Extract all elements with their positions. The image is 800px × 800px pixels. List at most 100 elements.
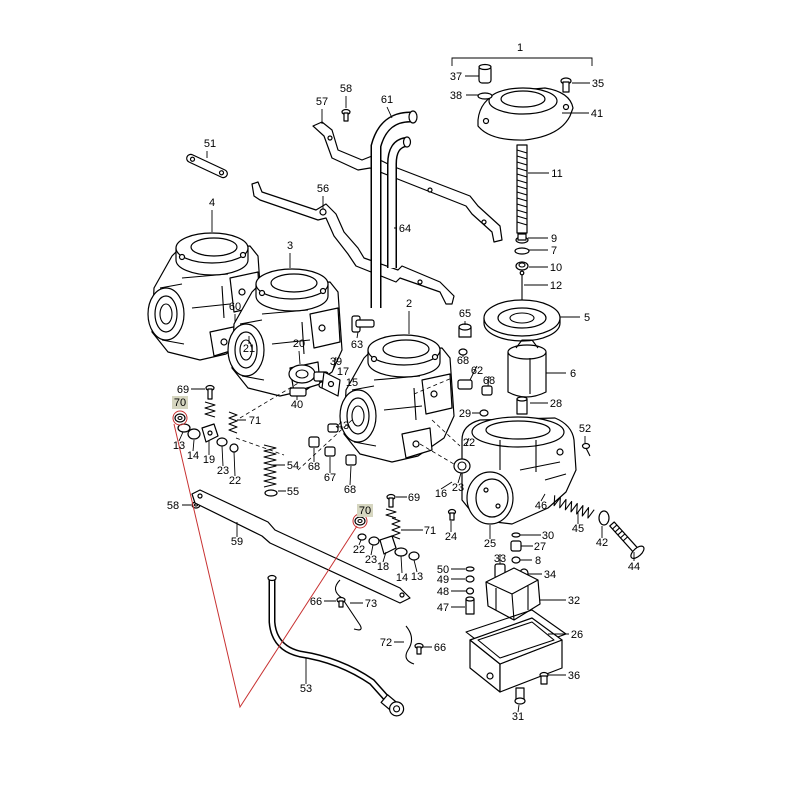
callout-21: 21 <box>243 343 255 355</box>
screw-69-right <box>385 493 397 519</box>
callout-23: 23 <box>365 554 377 566</box>
callout-13: 13 <box>173 440 185 452</box>
callout-47: 47 <box>437 602 449 614</box>
jet-27 <box>510 540 522 552</box>
pilot-jet-47 <box>465 596 475 615</box>
callout-71: 71 <box>249 415 261 427</box>
washer-8 <box>511 556 521 564</box>
t-joint-63 <box>351 315 375 333</box>
washer-23-left <box>216 437 228 447</box>
spacer-10 <box>515 261 529 271</box>
callout-73: 73 <box>365 598 377 610</box>
callout-22: 22 <box>353 544 365 556</box>
callout-8: 8 <box>535 555 541 567</box>
callout-61: 61 <box>381 94 393 106</box>
callout-19: 19 <box>203 454 215 466</box>
callout-36: 36 <box>568 670 580 682</box>
washer-22-right <box>357 533 367 541</box>
callout-3: 3 <box>287 240 293 252</box>
o-ring-30 <box>511 532 521 538</box>
callout-41: 41 <box>591 108 603 120</box>
clip-72 <box>405 625 424 665</box>
plate-57 <box>312 121 503 243</box>
callout-highlight <box>357 504 373 517</box>
diaphragm-5 <box>483 299 561 342</box>
diaphragm-cover-41 <box>477 87 574 141</box>
callout-62: 62 <box>471 365 483 377</box>
callout-68: 68 <box>483 375 495 387</box>
callout-44: 44 <box>628 561 640 573</box>
spring-54 <box>263 444 277 488</box>
piston-valve-6 <box>507 339 547 398</box>
jet-needle-12 <box>519 270 525 302</box>
washer-22-left <box>229 443 239 453</box>
callout-60: 60 <box>229 301 241 313</box>
callout-28: 28 <box>550 398 562 410</box>
throttle-stop-screw-44 <box>609 521 645 559</box>
cap-16-23 <box>453 458 471 474</box>
callout-38: 38 <box>450 90 462 102</box>
washer-14-right <box>394 547 408 557</box>
float-32 <box>485 567 541 621</box>
callout-68: 68 <box>344 484 356 496</box>
leader-lines <box>178 57 635 713</box>
callout-66: 66 <box>310 596 322 608</box>
callout-14: 14 <box>187 450 199 462</box>
callout-9: 9 <box>551 233 557 245</box>
float-bowl-26 <box>465 609 567 693</box>
washer-55 <box>264 489 278 497</box>
washer-48 <box>465 587 475 595</box>
callout-6: 6 <box>570 368 576 380</box>
washer-50 <box>465 566 475 572</box>
callout-53: 53 <box>300 683 312 695</box>
callout-1: 1 <box>517 42 523 54</box>
o-ring-29 <box>479 409 489 417</box>
screw-36 <box>539 671 549 685</box>
drain-screw-31 <box>514 687 526 705</box>
callout-48: 48 <box>437 586 449 598</box>
lever-19 <box>201 423 219 443</box>
callout-37: 37 <box>450 71 462 83</box>
o-ring-38 <box>477 92 493 100</box>
callout-70: 70 <box>174 397 186 409</box>
callout-23: 23 <box>452 482 464 494</box>
callout-68: 68 <box>308 461 320 473</box>
screw-58 <box>341 108 351 122</box>
callout-54: 54 <box>287 460 299 472</box>
callout-55: 55 <box>287 486 299 498</box>
callout-5: 5 <box>584 312 590 324</box>
callout-64: 64 <box>399 223 411 235</box>
callout-23: 23 <box>217 465 229 477</box>
callout-57: 57 <box>316 96 328 108</box>
cap-65 <box>458 323 472 338</box>
callout-43: 43 <box>337 420 349 432</box>
washer-7 <box>514 247 530 255</box>
washer-70-right <box>354 516 366 526</box>
clip-73 <box>334 579 362 631</box>
throttle-lever-17-15 <box>321 371 341 397</box>
callout-39: 39 <box>330 356 342 368</box>
callout-29: 29 <box>459 408 471 420</box>
washer-14-left <box>187 428 201 440</box>
callout-24: 24 <box>445 531 457 543</box>
screw-35 <box>560 77 572 93</box>
callout-68: 68 <box>457 355 469 367</box>
callout-22: 22 <box>463 437 475 449</box>
callout-highlight <box>172 396 188 409</box>
plate-56 <box>251 181 455 305</box>
callout-26: 26 <box>571 629 583 641</box>
assembly-guide-lines <box>235 377 465 471</box>
callout-22: 22 <box>229 475 241 487</box>
fuel-pipe-61-64 <box>370 110 418 308</box>
bracket-51 <box>186 153 228 179</box>
screw-69-left <box>204 384 216 418</box>
callout-10: 10 <box>550 262 562 274</box>
callout-49: 49 <box>437 574 449 586</box>
callout-42: 42 <box>596 537 608 549</box>
throttle-shaft-59 <box>191 489 411 604</box>
callout-69: 69 <box>408 492 420 504</box>
washer-23-right <box>368 536 380 546</box>
callout-58: 58 <box>340 83 352 95</box>
vent-cap-37 <box>478 63 492 84</box>
